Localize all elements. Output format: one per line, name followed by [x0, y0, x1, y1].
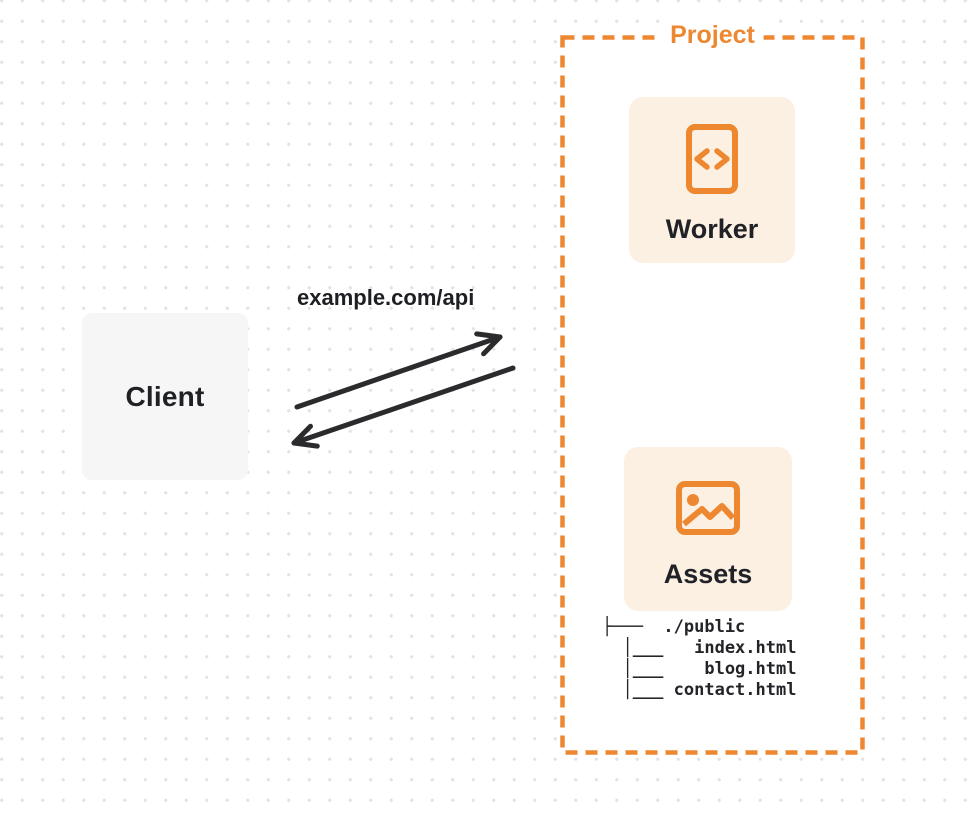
tree-line-index: │___ index.html — [602, 638, 797, 658]
response-arrow — [291, 365, 516, 449]
client-node: Client — [82, 313, 248, 480]
client-label: Client — [125, 380, 205, 412]
tree-line-public: ├─── ./public — [602, 617, 746, 637]
worker-node: Worker — [629, 97, 795, 263]
assets-label: Assets — [663, 559, 753, 589]
tree-line-blog: │___ blog.html — [602, 659, 797, 679]
assets-node: Assets — [624, 447, 792, 611]
file-tree: ├─── ./public │___ index.html │___ blog.… — [602, 617, 796, 701]
worker-label: Worker — [665, 214, 759, 244]
project-boundary: Project Worker Assets ├─── ./public │___… — [560, 18, 865, 755]
request-arrow — [294, 331, 503, 410]
image-icon — [676, 481, 740, 535]
request-url-label: example.com/api — [297, 285, 475, 310]
tree-line-contact: │___ contact.html — [602, 680, 797, 700]
code-file-icon — [686, 124, 738, 194]
project-label: Project — [661, 18, 764, 52]
